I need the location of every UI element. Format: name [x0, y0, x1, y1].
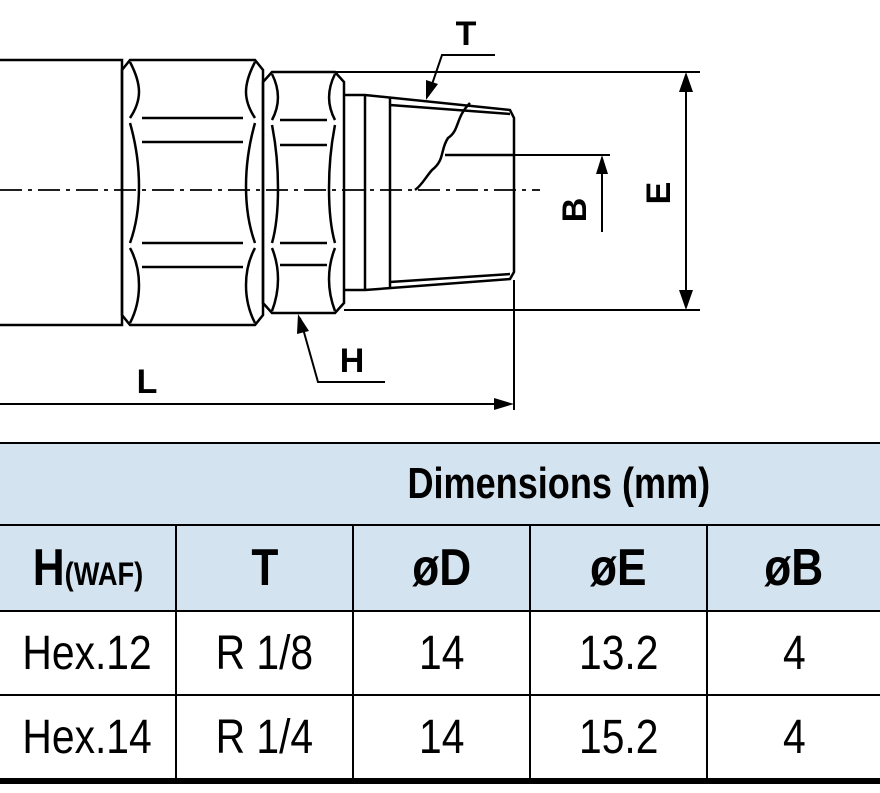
header-b: øB: [706, 524, 880, 612]
cell-b: 4: [706, 694, 880, 784]
table-title: Dimensions (mm): [0, 442, 710, 526]
label-b: B: [556, 198, 594, 223]
fitting-drawing: T H L B E: [0, 15, 700, 410]
body-outline: [0, 58, 124, 327]
cell-t: R 1/4: [175, 694, 354, 784]
large-hex-nut: [120, 58, 265, 327]
label-t: T: [456, 15, 477, 53]
label-l: L: [137, 363, 158, 401]
cell-d: 14: [351, 694, 532, 784]
table-row: Hex.12 R 1/8 14 13.2 4: [0, 610, 880, 696]
cell-e: 15.2: [529, 694, 709, 784]
cell-h: Hex.14: [0, 694, 177, 784]
label-h: H: [340, 342, 365, 380]
header-e: øE: [529, 524, 709, 612]
header-h: H(WAF): [0, 524, 177, 612]
table-row: Hex.14 R 1/4 14 15.2 4: [0, 694, 880, 784]
leader-h: [299, 317, 385, 383]
cell-d: 14: [351, 610, 532, 696]
table-header-row: H(WAF) T øD øE øB: [0, 524, 880, 612]
cell-b: 4: [706, 610, 880, 696]
label-e: E: [640, 182, 678, 205]
header-t: T: [175, 524, 354, 612]
header-d: øD: [351, 524, 532, 612]
small-hex: [261, 70, 346, 315]
thread-section: [344, 93, 516, 292]
cell-t: R 1/8: [175, 610, 354, 696]
leader-t: [427, 54, 495, 97]
table-title-row: Dimensions (mm): [0, 442, 880, 526]
cell-h: Hex.12: [0, 610, 177, 696]
dimensions-table: Dimensions (mm) H(WAF) T øD øE øB Hex.12…: [0, 442, 880, 784]
cell-e: 13.2: [529, 610, 709, 696]
